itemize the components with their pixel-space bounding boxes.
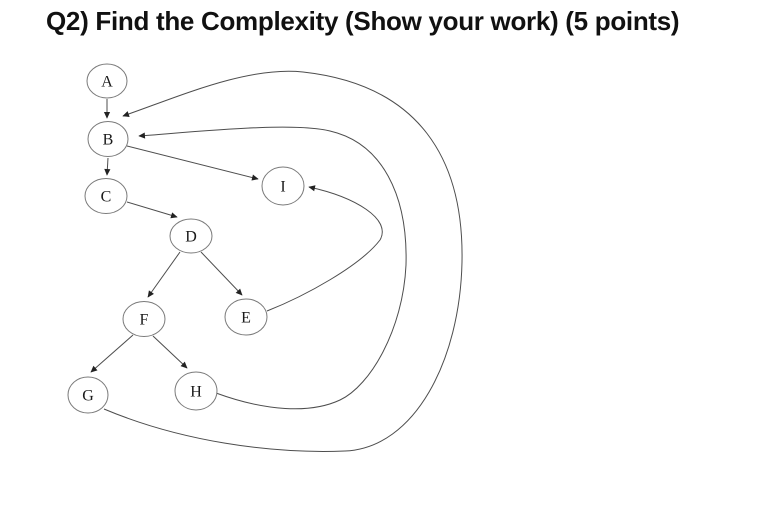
edge-E-I — [266, 185, 383, 312]
edge-C-D — [126, 201, 178, 219]
node-F: F — [122, 301, 166, 337]
node-circle-A — [86, 63, 128, 99]
node-D: D — [169, 218, 213, 254]
edge-B-C — [104, 157, 111, 176]
node-label-A: A — [101, 74, 113, 91]
node-A: A — [86, 63, 128, 99]
node-label-F: F — [140, 312, 149, 329]
edges-layer — [90, 70, 463, 452]
edge-G-B — [103, 70, 463, 452]
node-circle-B — [87, 121, 129, 157]
node-circle-C — [84, 178, 128, 214]
question-title: Q2) Find the Complexity (Show your work)… — [46, 6, 680, 36]
node-H: H — [174, 371, 218, 411]
node-E: E — [224, 298, 268, 336]
node-circle-D — [169, 218, 213, 254]
node-label-I: I — [280, 179, 285, 196]
node-circle-G — [67, 376, 109, 414]
node-circle-I — [261, 166, 305, 206]
node-C: C — [84, 178, 128, 214]
nodes-layer: A B C D I F E G H — [67, 63, 305, 414]
edge-F-G — [90, 334, 134, 373]
edge-D-E — [200, 251, 243, 296]
node-I: I — [261, 166, 305, 206]
edge-D-F — [147, 251, 181, 298]
node-label-D: D — [185, 229, 197, 246]
node-label-B: B — [103, 132, 114, 149]
node-label-C: C — [101, 189, 112, 206]
node-label-H: H — [190, 384, 202, 401]
edge-H-B — [138, 126, 407, 410]
edge-F-H — [152, 335, 188, 369]
node-label-E: E — [241, 310, 251, 327]
node-G: G — [67, 376, 109, 414]
node-B: B — [87, 121, 129, 157]
node-circle-H — [174, 371, 218, 411]
node-label-G: G — [82, 388, 94, 405]
edge-B-I — [126, 145, 259, 181]
node-circle-F — [122, 301, 166, 337]
node-circle-E — [224, 298, 268, 336]
